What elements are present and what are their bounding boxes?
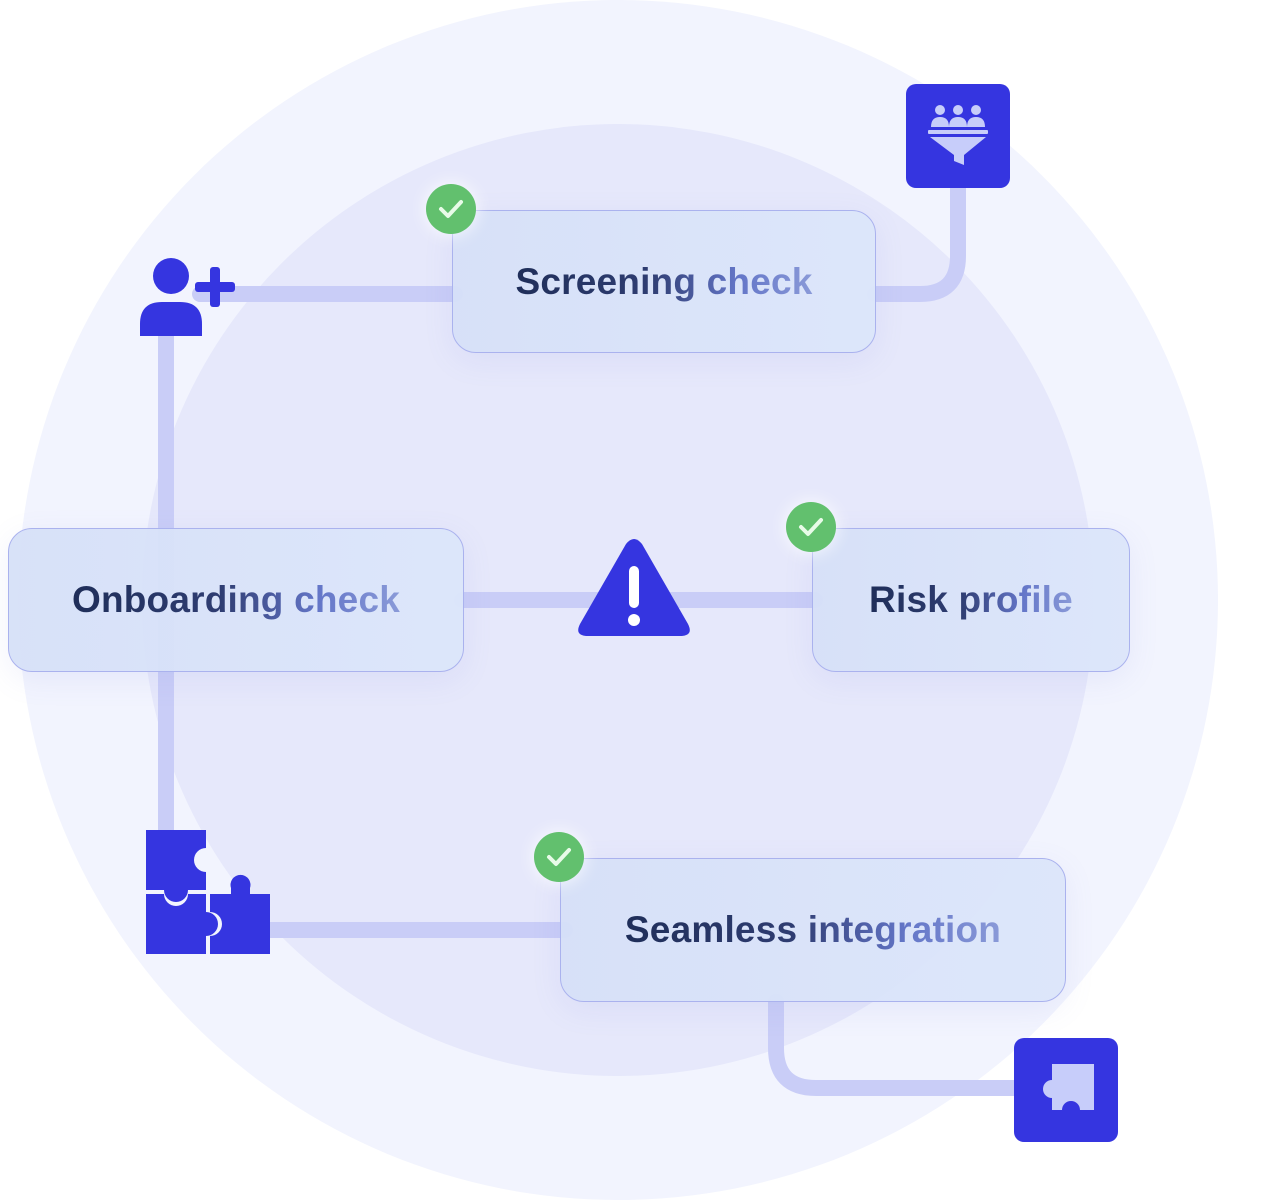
funnel-tile <box>906 84 1010 188</box>
onboarding-check-card: Onboarding check <box>8 528 464 672</box>
seamless-integration-check-icon <box>534 832 584 882</box>
risk-profile-label: Risk profile <box>869 579 1073 620</box>
risk-profile-check-icon <box>786 502 836 552</box>
puzzle-piece-icon <box>1036 1063 1096 1117</box>
screening-check-card: Screening check <box>452 210 876 353</box>
warning-triangle-icon <box>576 536 692 645</box>
screening-check-icon <box>426 184 476 234</box>
screening-check-label: Screening check <box>515 260 813 302</box>
onboarding-check-label: Onboarding check <box>71 579 401 620</box>
puzzle-piece-tile <box>1014 1038 1118 1142</box>
add-user-icon <box>138 254 242 343</box>
risk-profile-card: Risk profile <box>812 528 1130 672</box>
seamless-integration-card: Seamless integration <box>560 858 1066 1002</box>
connector-integration-to-tile <box>768 994 1024 1096</box>
people-funnel-icon <box>926 101 990 172</box>
seamless-integration-label: Seamless integration <box>624 909 1002 950</box>
connector-screening-to-funnel <box>867 180 966 302</box>
puzzle-pieces-icon <box>146 830 272 961</box>
